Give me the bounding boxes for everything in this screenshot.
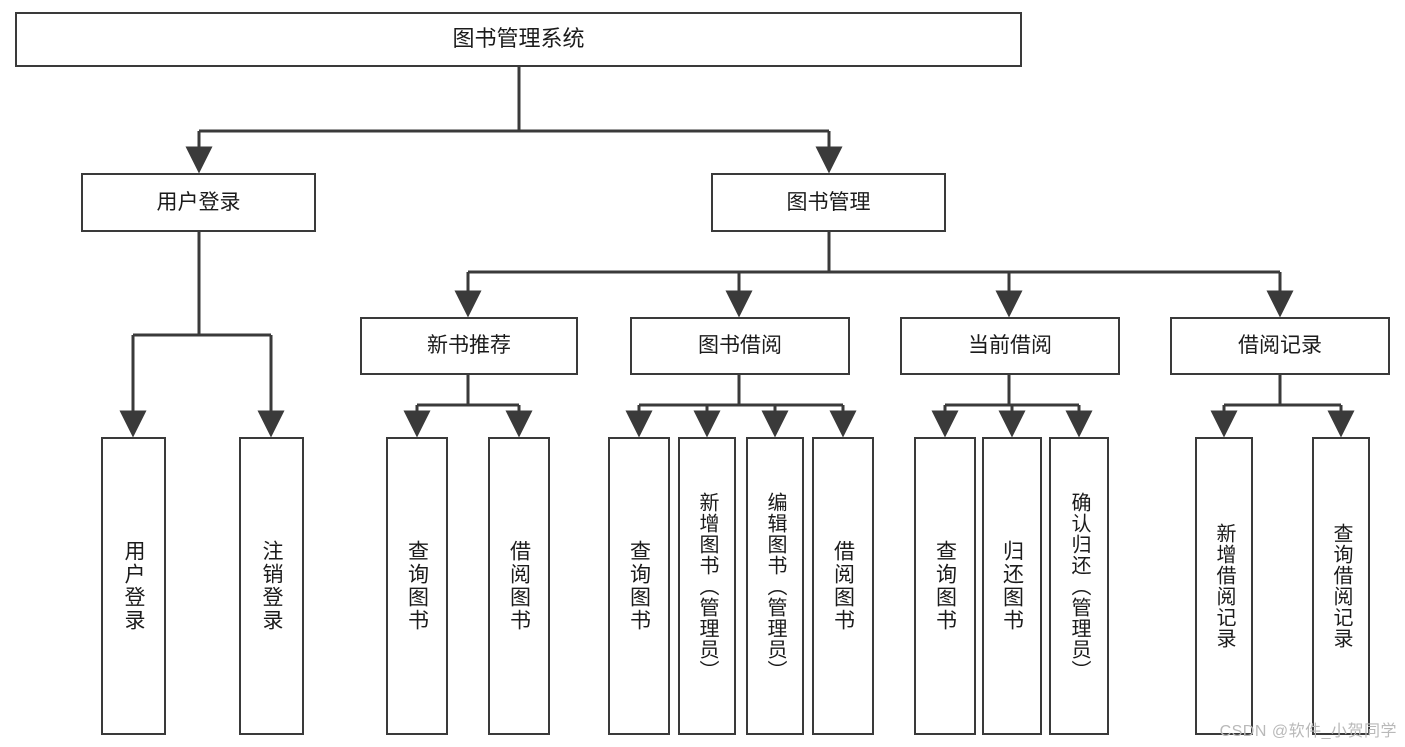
leaf-user-login[interactable]: 用户登录 (101, 437, 166, 735)
node-label: 借阅图书 (831, 540, 855, 632)
node-current-borrow[interactable]: 当前借阅 (900, 317, 1120, 375)
node-borrow-record[interactable]: 借阅记录 (1170, 317, 1390, 375)
node-label: 查询图书 (933, 540, 957, 632)
leaf-confirm-return-admin[interactable]: 确认归还（管理员） (1049, 437, 1109, 735)
csdn-watermark: CSDN @软件_小贺同学 (1219, 723, 1397, 740)
node-label: 归还图书 (1000, 540, 1024, 632)
node-label: 借阅记录 (1238, 334, 1322, 358)
node-label: 新书推荐 (427, 334, 511, 358)
node-label: 用户登录 (156, 190, 241, 214)
node-label: 新增图书（管理员） (696, 491, 718, 681)
leaf-query-book-current[interactable]: 查询图书 (914, 437, 976, 735)
leaf-query-book-borrow[interactable]: 查询图书 (608, 437, 670, 735)
node-label: 确认归还（管理员） (1068, 491, 1090, 681)
leaf-add-borrow-record[interactable]: 新增借阅记录 (1195, 437, 1253, 735)
node-label: 注销登录 (260, 540, 283, 632)
node-label: 新增借阅记录 (1213, 523, 1235, 649)
leaf-edit-book-admin[interactable]: 编辑图书（管理员） (746, 437, 804, 735)
leaf-query-borrow-record[interactable]: 查询借阅记录 (1312, 437, 1370, 735)
node-label: 当前借阅 (968, 334, 1052, 358)
node-book-manage[interactable]: 图书管理 (711, 173, 946, 232)
node-user-login[interactable]: 用户登录 (81, 173, 316, 232)
node-label: 编辑图书（管理员） (764, 491, 786, 681)
node-root-system[interactable]: 图书管理系统 (15, 12, 1022, 67)
node-label: 图书管理系统 (452, 26, 585, 52)
leaf-query-book-new-book[interactable]: 查询图书 (386, 437, 448, 735)
node-label: 用户登录 (122, 540, 145, 632)
node-label: 查询图书 (405, 540, 429, 632)
node-label: 查询图书 (627, 540, 651, 632)
leaf-add-book-admin[interactable]: 新增图书（管理员） (678, 437, 736, 735)
leaf-borrow-book-borrow[interactable]: 借阅图书 (812, 437, 874, 735)
node-label: 图书借阅 (698, 334, 782, 358)
node-label: 借阅图书 (507, 540, 531, 632)
node-label: 图书管理 (786, 190, 871, 214)
leaf-return-book[interactable]: 归还图书 (982, 437, 1042, 735)
node-new-book-recommend[interactable]: 新书推荐 (360, 317, 578, 375)
node-label: 查询借阅记录 (1330, 523, 1352, 649)
leaf-logout-login[interactable]: 注销登录 (239, 437, 304, 735)
node-book-borrow[interactable]: 图书借阅 (630, 317, 850, 375)
leaf-borrow-book-new-book[interactable]: 借阅图书 (488, 437, 550, 735)
